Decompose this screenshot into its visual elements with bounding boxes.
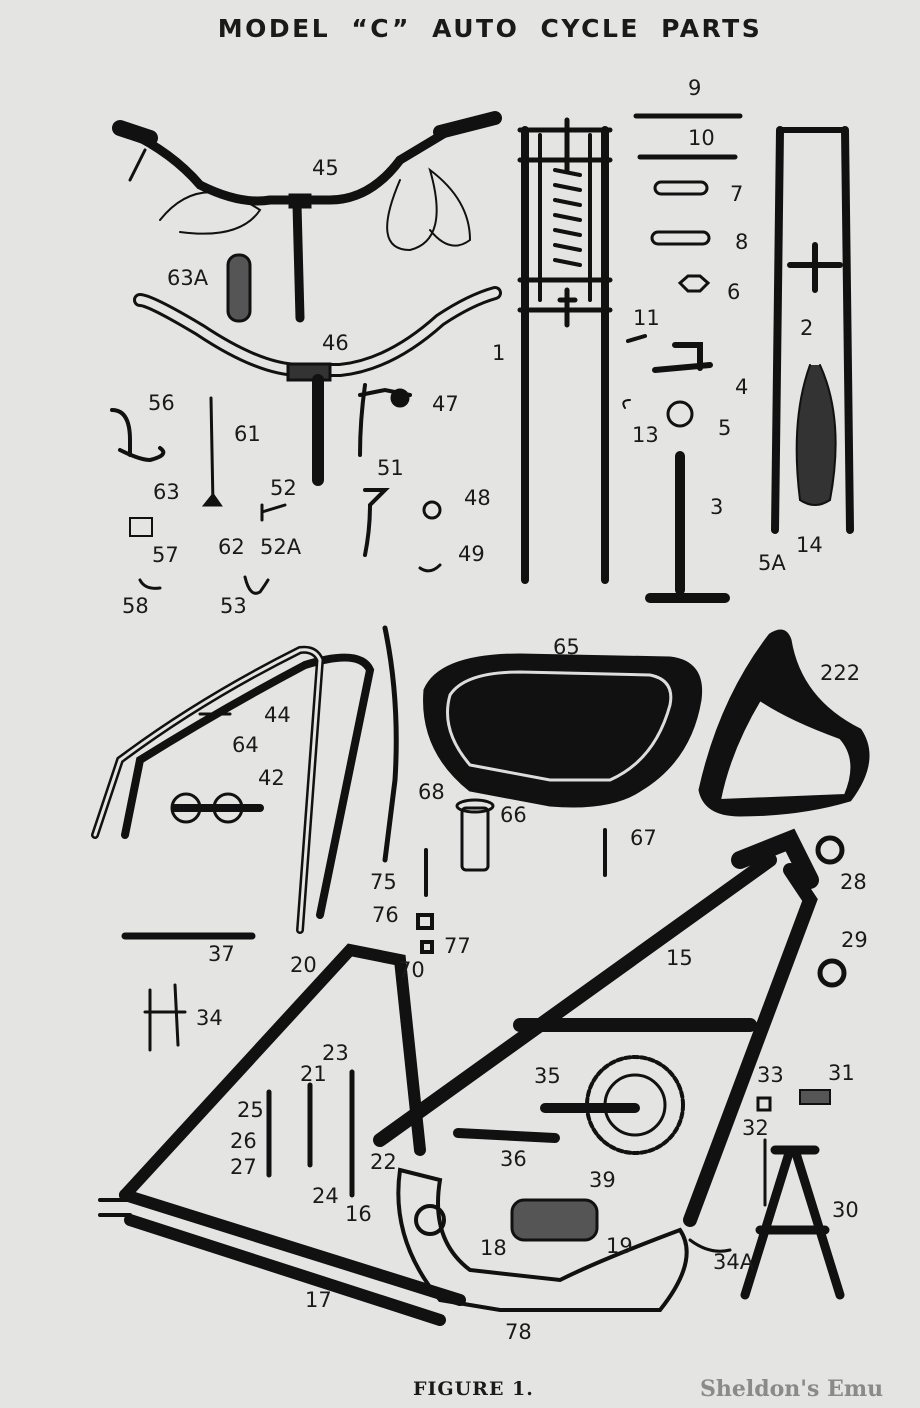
cable (382, 625, 399, 863)
part-label: 53 (220, 594, 247, 618)
part-label: 44 (264, 703, 291, 727)
part-label: 1 (492, 341, 506, 365)
front-fork-right (771, 126, 854, 534)
part-label: 47 (432, 392, 459, 416)
part-label: 34 (196, 1006, 223, 1030)
part-label: 34A (713, 1250, 755, 1274)
part-label: 33 (757, 1063, 784, 1087)
part-label: 18 (480, 1236, 507, 1260)
part-label: 3 (710, 495, 724, 519)
part-label: 63 (153, 480, 180, 504)
part-label: 13 (632, 423, 659, 447)
part-label: 5 (718, 416, 732, 440)
part-label: 222 (820, 661, 861, 685)
part-label: 68 (418, 780, 445, 804)
part-label: 52A (260, 535, 302, 559)
part-label: 46 (322, 331, 349, 355)
part-label: 22 (370, 1150, 397, 1174)
part-label: 6 (727, 280, 741, 304)
part-label: 27 (230, 1155, 257, 1179)
part-label: 45 (312, 156, 339, 180)
part-label: 32 (742, 1116, 769, 1140)
part-label: 63A (167, 266, 209, 290)
part-label: 29 (841, 928, 868, 952)
part-label: 31 (828, 1061, 855, 1085)
part-label: 57 (152, 543, 179, 567)
stand (740, 1145, 845, 1300)
part-label: 70 (398, 958, 425, 982)
hub-spindle (170, 792, 264, 824)
part-label: 23 (322, 1041, 349, 1065)
part-label: 66 (500, 803, 527, 827)
part-label: 77 (444, 934, 471, 958)
part-label: 14 (796, 533, 823, 557)
part-label: 4 (735, 375, 749, 399)
part-label: 52 (270, 476, 297, 500)
part-label: 15 (666, 946, 693, 970)
part-label: 5A (758, 551, 786, 575)
part-label: 16 (345, 1202, 372, 1226)
part-label: 25 (237, 1098, 264, 1122)
figure-caption: FIGURE 1. (413, 1378, 534, 1400)
part-label: 11 (633, 306, 660, 330)
part-label: 24 (312, 1184, 339, 1208)
part-label: 17 (305, 1288, 332, 1312)
part-label: 7 (730, 182, 744, 206)
part-label: 64 (232, 733, 259, 757)
rear-stays (91, 645, 375, 934)
bush (460, 806, 490, 872)
part-label: 61 (234, 422, 261, 446)
part-label: 56 (148, 391, 175, 415)
part-label: 62 (218, 535, 245, 559)
part-label: 75 (370, 870, 397, 894)
part-label: 78 (505, 1320, 532, 1344)
part-label: 67 (630, 826, 657, 850)
part-label: 42 (258, 766, 285, 790)
part-label: 39 (589, 1168, 616, 1192)
part-label: 35 (534, 1064, 561, 1088)
part-label: 30 (832, 1198, 859, 1222)
fork-links (622, 113, 743, 603)
grip (226, 253, 252, 323)
part-label: 51 (377, 456, 404, 480)
handlebar-with-controls (112, 111, 502, 323)
part-label: 21 (300, 1062, 327, 1086)
handlebar (133, 286, 502, 486)
part-label: 48 (464, 486, 491, 510)
part-label: 20 (290, 953, 317, 977)
frame (98, 828, 819, 1326)
part-label: 19 (606, 1234, 633, 1258)
part-label: 65 (553, 635, 580, 659)
part-label: 8 (735, 230, 749, 254)
part-label: 37 (208, 942, 235, 966)
part-label: 2 (800, 316, 814, 340)
part-label: 58 (122, 594, 149, 618)
small-parts (110, 383, 442, 595)
part-label: 76 (372, 903, 399, 927)
front-fork-left (517, 117, 613, 584)
watermark: Sheldon's Emu (700, 1376, 884, 1402)
part-label: 9 (688, 76, 702, 100)
part-label: 28 (840, 870, 867, 894)
part-label: 36 (500, 1147, 527, 1171)
part-label: 10 (688, 126, 715, 150)
part-label: 26 (230, 1129, 257, 1153)
page-title: MODEL “C” AUTO CYCLE PARTS (217, 14, 763, 43)
pedal (510, 1198, 599, 1242)
part-label: 49 (458, 542, 485, 566)
